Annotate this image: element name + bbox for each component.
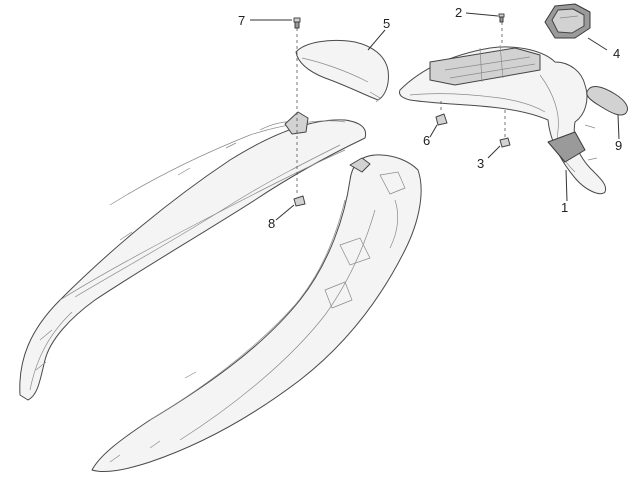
callout-3: 3 <box>477 156 484 171</box>
callout-9: 9 <box>615 138 622 153</box>
callout-6: 6 <box>423 133 430 148</box>
screw-part-2 <box>498 13 505 23</box>
clip-part-3 <box>499 137 511 148</box>
callout-8: 8 <box>268 216 275 231</box>
screw-part-7 <box>293 17 301 29</box>
reflector-part-9 <box>586 86 629 116</box>
callout-5: 5 <box>383 16 390 31</box>
clip-part-8 <box>293 195 306 207</box>
callout-labels: 7 5 2 4 9 6 3 1 8 <box>238 5 622 231</box>
leader-lines <box>250 12 620 221</box>
cover-part-5 <box>295 39 389 103</box>
rear-mudguard-assembly <box>399 44 607 195</box>
clip-part-6 <box>435 113 448 126</box>
rear-light-part <box>544 3 591 39</box>
left-side-panel <box>19 111 367 401</box>
callout-4: 4 <box>613 46 620 61</box>
callout-7: 7 <box>238 13 245 28</box>
right-side-panel <box>91 154 422 473</box>
callout-1: 1 <box>561 200 568 215</box>
callout-2: 2 <box>455 5 462 20</box>
